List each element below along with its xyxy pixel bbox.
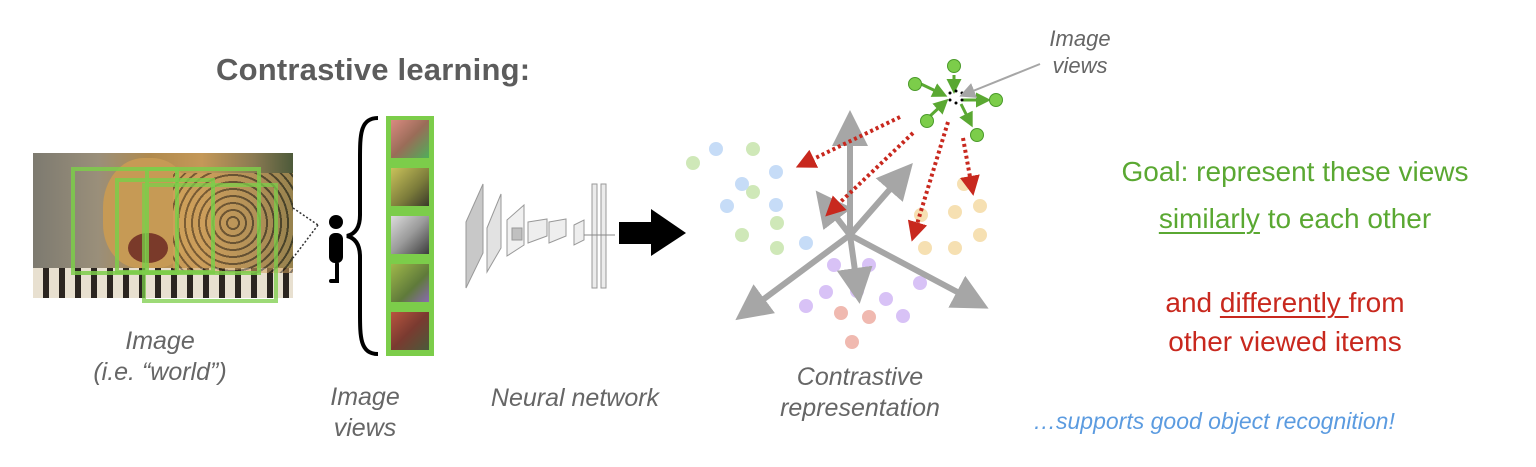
callout-label-line2: views	[1052, 53, 1108, 78]
views-label-line1: Image	[330, 383, 400, 411]
view-thumb-3	[391, 216, 429, 254]
differently-underlined: differently	[1219, 287, 1349, 318]
supports-text: …supports good object recognition!	[1033, 408, 1395, 434]
repr-label-line1: Contrastive	[796, 363, 924, 391]
neg-line2: other viewed items	[1168, 326, 1402, 357]
cluster-blue	[709, 142, 813, 250]
network-label: Neural network	[490, 384, 660, 412]
neg-prefix: and	[1165, 287, 1220, 318]
callout-label: Image views	[1030, 25, 1130, 79]
negative-arrows	[795, 115, 980, 242]
image-label-line1: Image	[125, 327, 195, 355]
cluster-red	[834, 306, 876, 349]
cluster-orange	[914, 177, 987, 255]
neg-line1: and differently from	[1085, 287, 1485, 319]
repr-label-line2: representation	[780, 394, 940, 422]
right-arrow-icon	[619, 209, 686, 256]
curly-brace-icon	[346, 116, 379, 356]
page-title: Contrastive learning:	[216, 52, 531, 87]
goal-line2: similarly to each other	[1075, 203, 1515, 235]
view-strip	[386, 116, 434, 356]
goal-line1: Goal: represent these views	[1121, 156, 1469, 187]
neural-network-icon	[465, 183, 615, 289]
view-thumb-4	[391, 264, 429, 302]
positive-views	[908, 59, 1003, 142]
views-label: Image views	[305, 382, 425, 444]
image-label: Image (i.e. “world”)	[60, 326, 260, 388]
views-label-line2: views	[333, 414, 397, 442]
crop-box-4	[142, 183, 278, 303]
view-thumb-5	[391, 312, 429, 350]
source-image	[33, 153, 293, 298]
similarly-underlined: similarly	[1158, 203, 1260, 234]
repr-label: Contrastive representation	[760, 362, 960, 424]
view-thumb-2	[391, 168, 429, 206]
person-icon	[329, 215, 343, 283]
callout-label-line1: Image	[1049, 26, 1111, 51]
crop-box-3	[145, 167, 261, 275]
representation-axes	[735, 110, 989, 321]
goal-line2-rest: to each other	[1259, 203, 1432, 234]
image-label-line2: (i.e. “world”)	[93, 358, 227, 386]
dotted-connector	[292, 207, 319, 259]
neg-rest: from	[1348, 287, 1405, 318]
callout-arrow	[959, 63, 1041, 98]
cluster-green	[686, 142, 784, 255]
view-thumb-1	[391, 120, 429, 158]
